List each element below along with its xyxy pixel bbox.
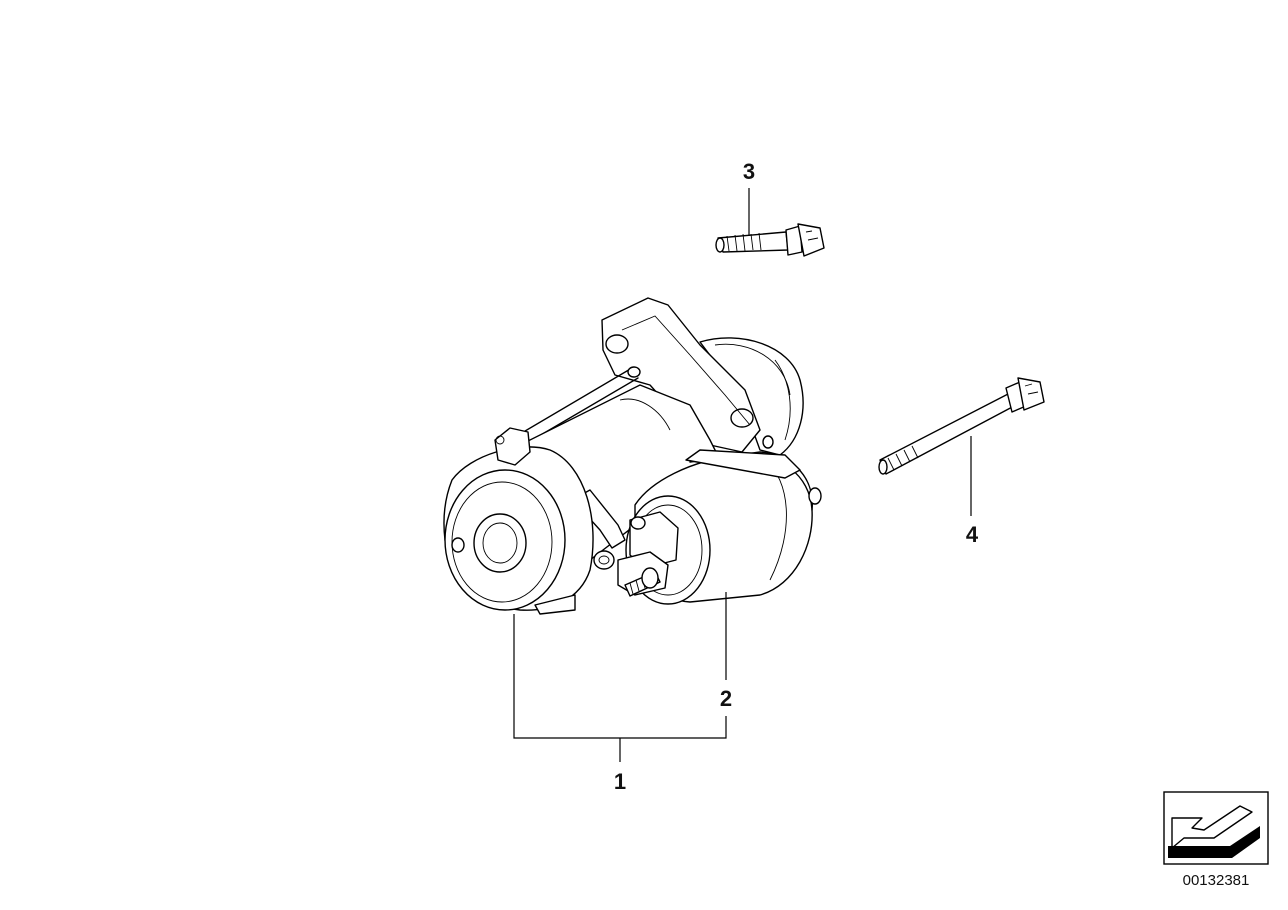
callout-1: 1 (614, 769, 626, 794)
drawing-number: 00132381 (1183, 872, 1250, 889)
leader-lines (513, 188, 972, 762)
long-bolt-icon (878, 377, 1045, 475)
callout-2: 2 (720, 686, 732, 711)
starter-motor-icon (443, 297, 822, 615)
callout-3: 3 (743, 159, 755, 184)
callout-4: 4 (966, 522, 979, 547)
orientation-arrow-icon (1163, 791, 1269, 865)
short-bolt-icon (715, 223, 825, 257)
